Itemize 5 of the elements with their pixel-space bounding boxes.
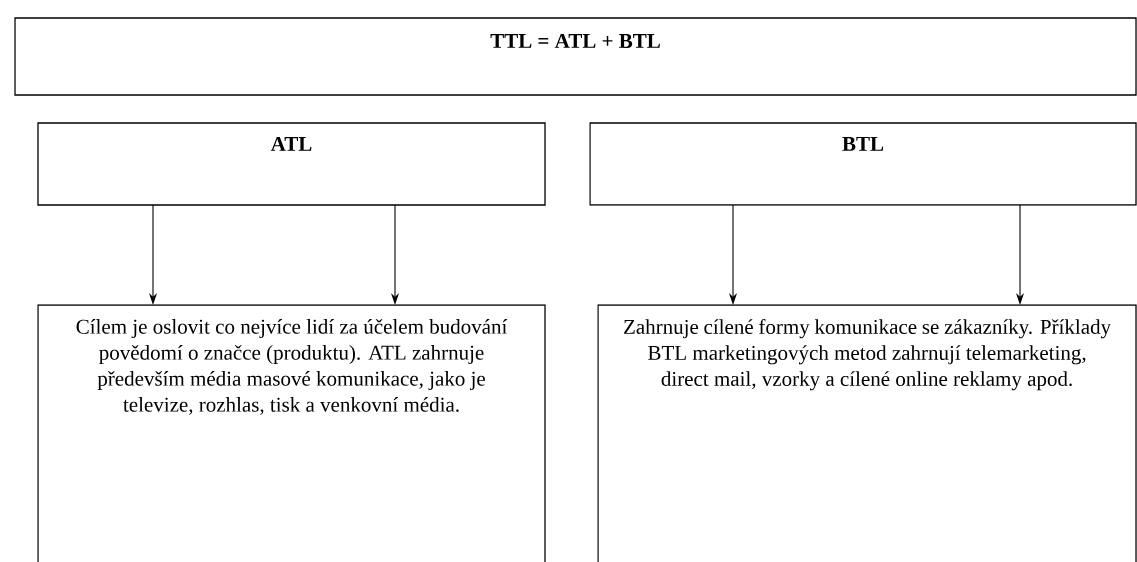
category-box: BTL bbox=[589, 122, 1137, 206]
heading-box: TTL = ATL + BTL bbox=[14, 17, 1137, 96]
category-box: ATL bbox=[37, 122, 546, 206]
description-box: Zahrnuje cílené formy komunikace se zákazníky. Příklady BTL marketingových metod zahrnují telemarketing, direct mail, vzorky a cílené online reklamy apod. bbox=[597, 304, 1137, 562]
description-box: Cílem je oslovit co nejvíce lidí za účelem budování povědomí o značce (produktu). ATL zahrnuje především média masové komunikace, jako je televize, rozhlas, tisk a venkovní média. bbox=[37, 304, 546, 562]
